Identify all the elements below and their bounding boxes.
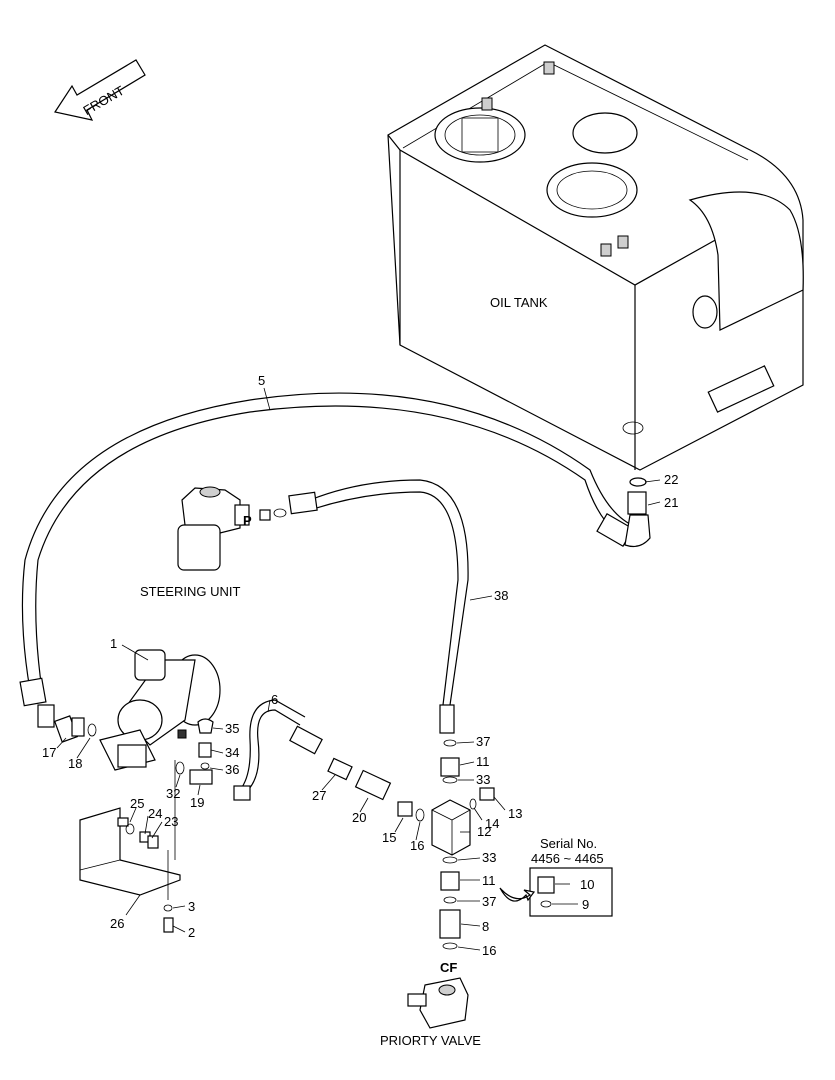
part-number-37a: 37 xyxy=(476,734,490,749)
part-number-17: 17 xyxy=(42,745,56,760)
part-number-38: 38 xyxy=(494,588,508,603)
part-number-2: 2 xyxy=(188,925,195,940)
part-number-6: 6 xyxy=(271,692,278,707)
part-number-8: 8 xyxy=(482,919,489,934)
part-number-33b: 33 xyxy=(482,850,496,865)
pump-motor xyxy=(99,649,221,771)
fitting-21-22 xyxy=(624,477,651,548)
part-number-11b: 11 xyxy=(482,873,496,888)
fitting-17-18 xyxy=(53,715,97,743)
oil-tank: OIL TANK xyxy=(387,44,804,471)
part-number-14: 14 xyxy=(485,816,499,831)
part-number-19: 19 xyxy=(190,795,204,810)
part-number-10: 10 xyxy=(580,877,594,892)
bracket-26 xyxy=(79,760,181,933)
front-arrow-icon: FRONT xyxy=(54,59,146,121)
part-number-3: 3 xyxy=(188,899,195,914)
part-number-37b: 37 xyxy=(482,894,496,909)
part-number-34: 34 xyxy=(225,745,239,760)
part-number-22: 22 xyxy=(664,472,678,487)
port-cf-label: CF xyxy=(440,960,457,975)
hose-6 xyxy=(233,699,323,801)
part-number-13: 13 xyxy=(508,806,522,821)
part-number-12: 12 xyxy=(477,824,491,839)
part-number-36: 36 xyxy=(225,762,239,777)
serial-box: Serial No. 4456 ~ 4465 xyxy=(499,836,613,917)
hose-5 xyxy=(19,392,641,728)
part-number-11a: 11 xyxy=(476,754,490,769)
leader-lines xyxy=(56,387,661,951)
serial-title: Serial No. xyxy=(540,836,597,851)
fittings-27-20-15 xyxy=(327,757,425,822)
fitting-stack xyxy=(439,739,461,950)
part-number-16b: 16 xyxy=(482,943,496,958)
part-number-35: 35 xyxy=(225,721,239,736)
part-number-26: 26 xyxy=(110,916,124,931)
part-number-23: 23 xyxy=(164,814,178,829)
part-number-24: 24 xyxy=(148,806,162,821)
part-number-32: 32 xyxy=(166,786,180,801)
port-p-label: P xyxy=(243,513,252,528)
part-numbers: 5 1 6 38 22 21 17 18 35 34 36 19 32 27 2… xyxy=(42,373,678,958)
part-number-9: 9 xyxy=(582,897,589,912)
block-12 xyxy=(431,787,495,856)
part-number-15: 15 xyxy=(382,830,396,845)
steering-unit-label: STEERING UNIT xyxy=(140,584,240,599)
oil-tank-label: OIL TANK xyxy=(490,295,548,310)
part-number-33a: 33 xyxy=(476,772,490,787)
part-number-1: 1 xyxy=(110,636,117,651)
priority-valve-label: PRIORTY VALVE xyxy=(380,1033,481,1048)
part-number-25: 25 xyxy=(130,796,144,811)
part-number-5: 5 xyxy=(258,373,265,388)
part-number-16a: 16 xyxy=(410,838,424,853)
part-number-18: 18 xyxy=(68,756,82,771)
steering-unit: P STEERING UNIT xyxy=(140,486,287,599)
priority-valve: CF PRIORTY VALVE xyxy=(380,960,481,1048)
serial-range: 4456 ~ 4465 xyxy=(531,851,604,866)
fittings-34-35-36 xyxy=(175,718,214,785)
part-number-27: 27 xyxy=(312,788,326,803)
part-number-21: 21 xyxy=(664,495,678,510)
part-number-20: 20 xyxy=(352,810,366,825)
hose-38 xyxy=(288,479,469,734)
